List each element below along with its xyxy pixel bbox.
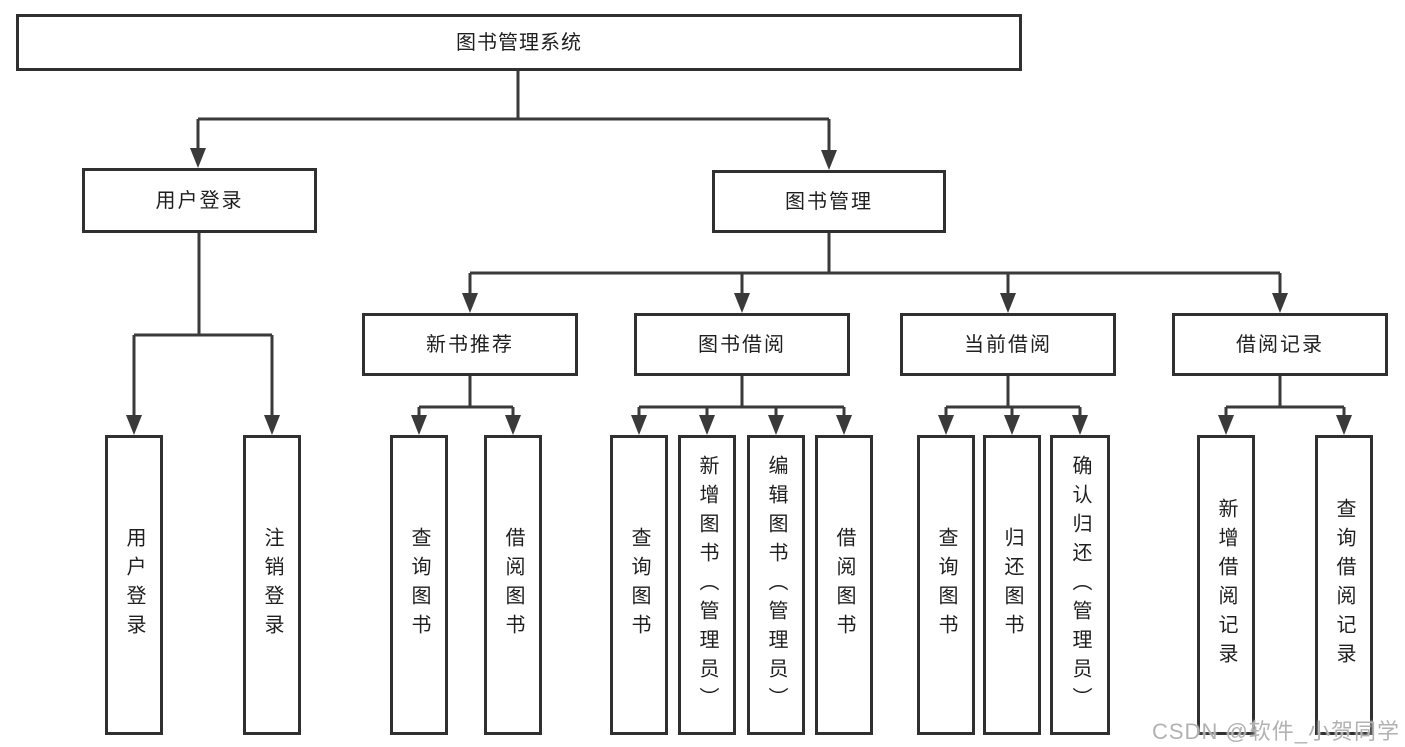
- node-current-confirm-return-admin: 确认归还（管理员）: [1050, 435, 1110, 735]
- node-current-query-books: 查询图书: [917, 435, 975, 735]
- node-borrowing-add-books-admin: 新增图书（管理员）: [678, 435, 736, 735]
- node-borrowing-query-books: 查询图书: [610, 435, 668, 735]
- node-recommend-query-books: 查询图书: [390, 435, 448, 735]
- node-user-login: 用户登录: [82, 168, 317, 233]
- node-new-book-recommend: 新书推荐: [362, 313, 578, 376]
- node-recommend-borrow-books: 借阅图书: [484, 435, 542, 735]
- node-book-borrowing: 图书借阅: [634, 313, 850, 376]
- node-leaf-user-login: 用户登录: [105, 435, 163, 735]
- node-borrowing-records: 借阅记录: [1172, 313, 1388, 376]
- node-book-management: 图书管理: [712, 170, 946, 233]
- node-borrowing-edit-books-admin: 编辑图书（管理员）: [747, 435, 805, 735]
- node-records-query-borrow-record: 查询借阅记录: [1315, 435, 1373, 735]
- node-borrowing-borrow-books: 借阅图书: [815, 435, 873, 735]
- node-leaf-logout-login: 注销登录: [243, 435, 301, 735]
- node-current-return-books: 归还图书: [983, 435, 1041, 735]
- node-library-management-system: 图书管理系统: [16, 14, 1022, 71]
- node-current-borrowing: 当前借阅: [900, 313, 1116, 376]
- node-records-add-borrow-record: 新增借阅记录: [1197, 435, 1255, 735]
- csdn-watermark: CSDN @软件_小贺同学: [1152, 719, 1401, 744]
